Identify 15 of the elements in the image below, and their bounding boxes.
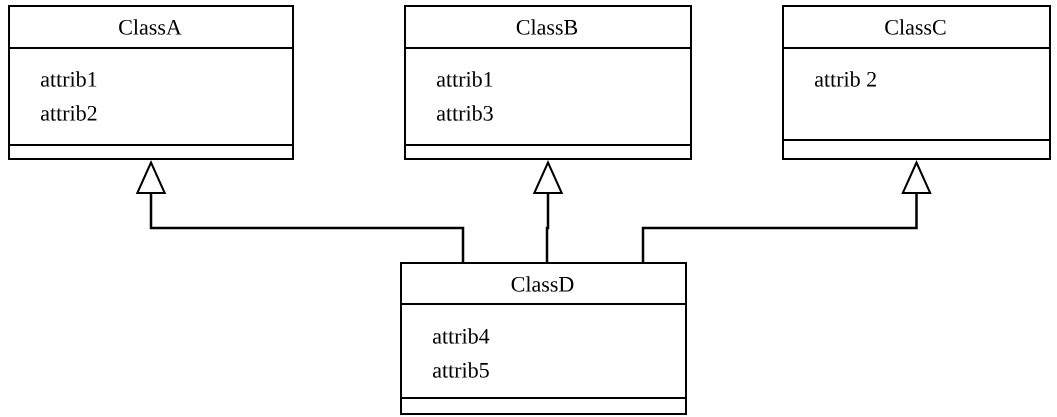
class-box xyxy=(7,5,294,160)
attribute: attrib3 xyxy=(437,105,493,121)
attribute: attrib 2 xyxy=(814,71,876,87)
class-name: ClassB xyxy=(516,19,578,35)
class-box xyxy=(403,5,692,160)
attribute: attrib2 xyxy=(41,105,97,121)
attribute: attrib4 xyxy=(433,328,490,344)
class-name: ClassD xyxy=(511,276,574,292)
attribute: attrib5 xyxy=(433,362,489,378)
class-name: ClassC xyxy=(885,19,946,35)
attribute: attrib1 xyxy=(41,71,97,87)
class-box xyxy=(781,5,1051,160)
class-name: ClassA xyxy=(119,19,182,35)
attribute: attrib1 xyxy=(437,71,493,87)
class-box xyxy=(399,262,687,415)
